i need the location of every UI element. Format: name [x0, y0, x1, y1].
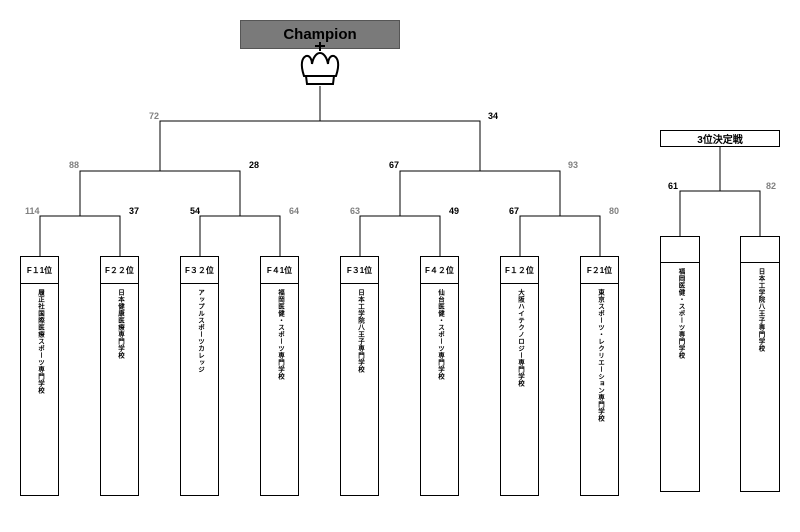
team-name: 仙台医健・スポーツ専門学校 — [436, 289, 444, 380]
score-r1-8: 80 — [609, 206, 620, 216]
third-place-team-box: 福岡医健・スポーツ専門学校 — [660, 236, 700, 492]
bracket-line-semi-b — [399, 170, 561, 216]
score-r1-7: 67 — [509, 206, 520, 216]
team-box: F２1位 東京スポーツ・レクリエーション専門学校 — [580, 256, 619, 496]
team-seed: F４1位 — [261, 257, 298, 284]
team-box: F３２位 アップルスポーツカレッジ — [180, 256, 219, 496]
team-name: 福岡医健・スポーツ専門学校 — [276, 289, 284, 380]
team-seed: F３1位 — [341, 257, 378, 284]
team-seed: F１1位 — [21, 257, 58, 284]
team-box: F１1位 履正社国際医療スポーツ専門学校 — [20, 256, 59, 496]
bracket-line-semi-a — [79, 170, 241, 216]
champion-title: Champion — [283, 26, 357, 43]
score-r1-4: 64 — [289, 206, 300, 216]
team-seed-empty — [741, 237, 779, 263]
score-third-1: 61 — [668, 181, 679, 191]
team-name: 大阪ハイテクノロジー専門学校 — [516, 289, 524, 387]
team-name: 日本工学院八王子専門学校 — [356, 289, 364, 373]
score-r1-5: 63 — [350, 206, 361, 216]
bracket-line-r1-a — [39, 215, 121, 256]
team-seed-empty — [661, 237, 699, 263]
bracket-line-third — [679, 190, 761, 236]
score-r1-1: 114 — [25, 206, 40, 216]
team-seed: F１２位 — [501, 257, 538, 284]
score-semi-3: 67 — [389, 160, 400, 170]
team-name: 日本健康医療専門学校 — [116, 289, 124, 359]
score-r1-2: 37 — [129, 206, 140, 216]
team-name: 履正社国際医療スポーツ専門学校 — [36, 289, 44, 394]
team-name: 日本工学院八王子専門学校 — [757, 268, 764, 352]
third-place-title-text: 3位決定戦 — [697, 135, 743, 146]
third-place-title: 3位決定戦 — [660, 130, 780, 147]
score-final-2: 34 — [488, 111, 499, 121]
team-name: 福岡医健・スポーツ専門学校 — [677, 268, 684, 359]
team-name: アップルスポーツカレッジ — [196, 289, 204, 373]
team-seed: F３２位 — [181, 257, 218, 284]
score-r1-3: 54 — [190, 206, 201, 216]
score-final-1: 72 — [149, 111, 160, 121]
team-name: 東京スポーツ・レクリエーション専門学校 — [596, 289, 604, 422]
score-third-2: 82 — [766, 181, 777, 191]
team-seed: F２２位 — [101, 257, 138, 284]
score-semi-1: 88 — [69, 160, 80, 170]
third-place-team-box: 日本工学院八王子専門学校 — [740, 236, 780, 492]
team-box: F３1位 日本工学院八王子専門学校 — [340, 256, 379, 496]
bracket-line-r1-b — [199, 215, 281, 256]
score-semi-4: 93 — [568, 160, 579, 170]
team-seed: F４２位 — [421, 257, 458, 284]
team-box: F４２位 仙台医健・スポーツ専門学校 — [420, 256, 459, 496]
score-semi-2: 28 — [249, 160, 260, 170]
team-seed: F２1位 — [581, 257, 618, 284]
score-r1-6: 49 — [449, 206, 460, 216]
bracket-line-r1-d — [519, 215, 601, 256]
team-box: F２２位 日本健康医療専門学校 — [100, 256, 139, 496]
bracket-line-r1-c — [359, 215, 441, 256]
bracket-line-final — [159, 120, 481, 171]
team-box: F４1位 福岡医健・スポーツ専門学校 — [260, 256, 299, 496]
crown-icon — [300, 42, 340, 85]
team-box: F１２位 大阪ハイテクノロジー専門学校 — [500, 256, 539, 496]
